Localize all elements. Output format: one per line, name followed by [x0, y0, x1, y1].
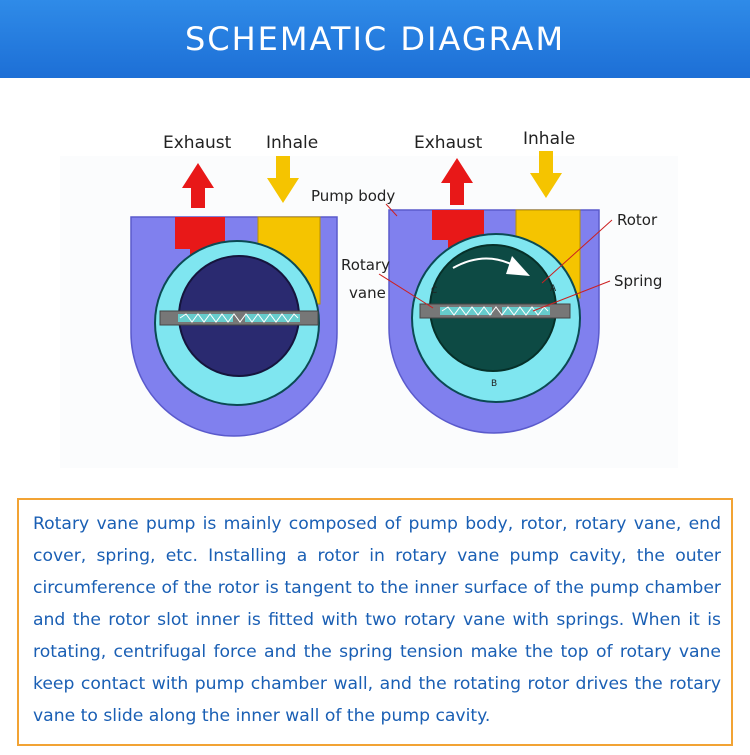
right-exhaust-port [432, 210, 484, 240]
rotary-vane-label-line1: Rotary [341, 256, 390, 274]
description-box: Rotary vane pump is mainly composed of p… [17, 498, 733, 746]
right-exhaust-arrow [441, 158, 473, 205]
left-vane-slot-1 [178, 314, 233, 322]
right-vane-slot-2 [502, 307, 550, 315]
header-banner: SCHEMATIC DIAGRAM [0, 0, 750, 78]
chamber-label-c: C [431, 286, 437, 296]
rotor-label: Rotor [617, 211, 658, 229]
pump-illustration: Exhaust Inhale C A B Exhaust [60, 129, 678, 468]
right-exhaust-label: Exhaust [414, 133, 483, 153]
left-inhale-arrow [267, 156, 299, 203]
spring-label: Spring [614, 272, 662, 290]
pump-body-label: Pump body [311, 187, 395, 205]
rotor-leader [541, 219, 613, 284]
right-inhale-arrow [530, 151, 562, 198]
schematic-diagram: Exhaust Inhale C A B Exhaust [0, 78, 750, 498]
chamber-label-a: A [550, 284, 557, 294]
rotation-arrowhead [506, 256, 530, 276]
right-pump: C A B Exhaust Inhale Pump body Rotor Spr… [311, 129, 662, 434]
spring-leader [532, 280, 611, 312]
right-inhale-label: Inhale [523, 129, 575, 149]
left-spring [179, 313, 299, 323]
page-title: SCHEMATIC DIAGRAM [184, 20, 566, 58]
chamber-label-b: B [491, 379, 497, 389]
rotary-vane-leader [378, 273, 434, 309]
rotation-arrow [452, 257, 516, 269]
rotary-vane-label-line2: vane [349, 284, 386, 302]
right-vane-slot-1 [440, 307, 492, 315]
left-exhaust-label: Exhaust [163, 133, 232, 153]
right-spring [441, 306, 549, 316]
left-exhaust-arrow [182, 163, 214, 208]
left-pump: Exhaust Inhale [130, 133, 338, 437]
pump-body-leader [385, 203, 398, 217]
description-text: Rotary vane pump is mainly composed of p… [33, 514, 721, 726]
left-inhale-label: Inhale [266, 133, 318, 153]
